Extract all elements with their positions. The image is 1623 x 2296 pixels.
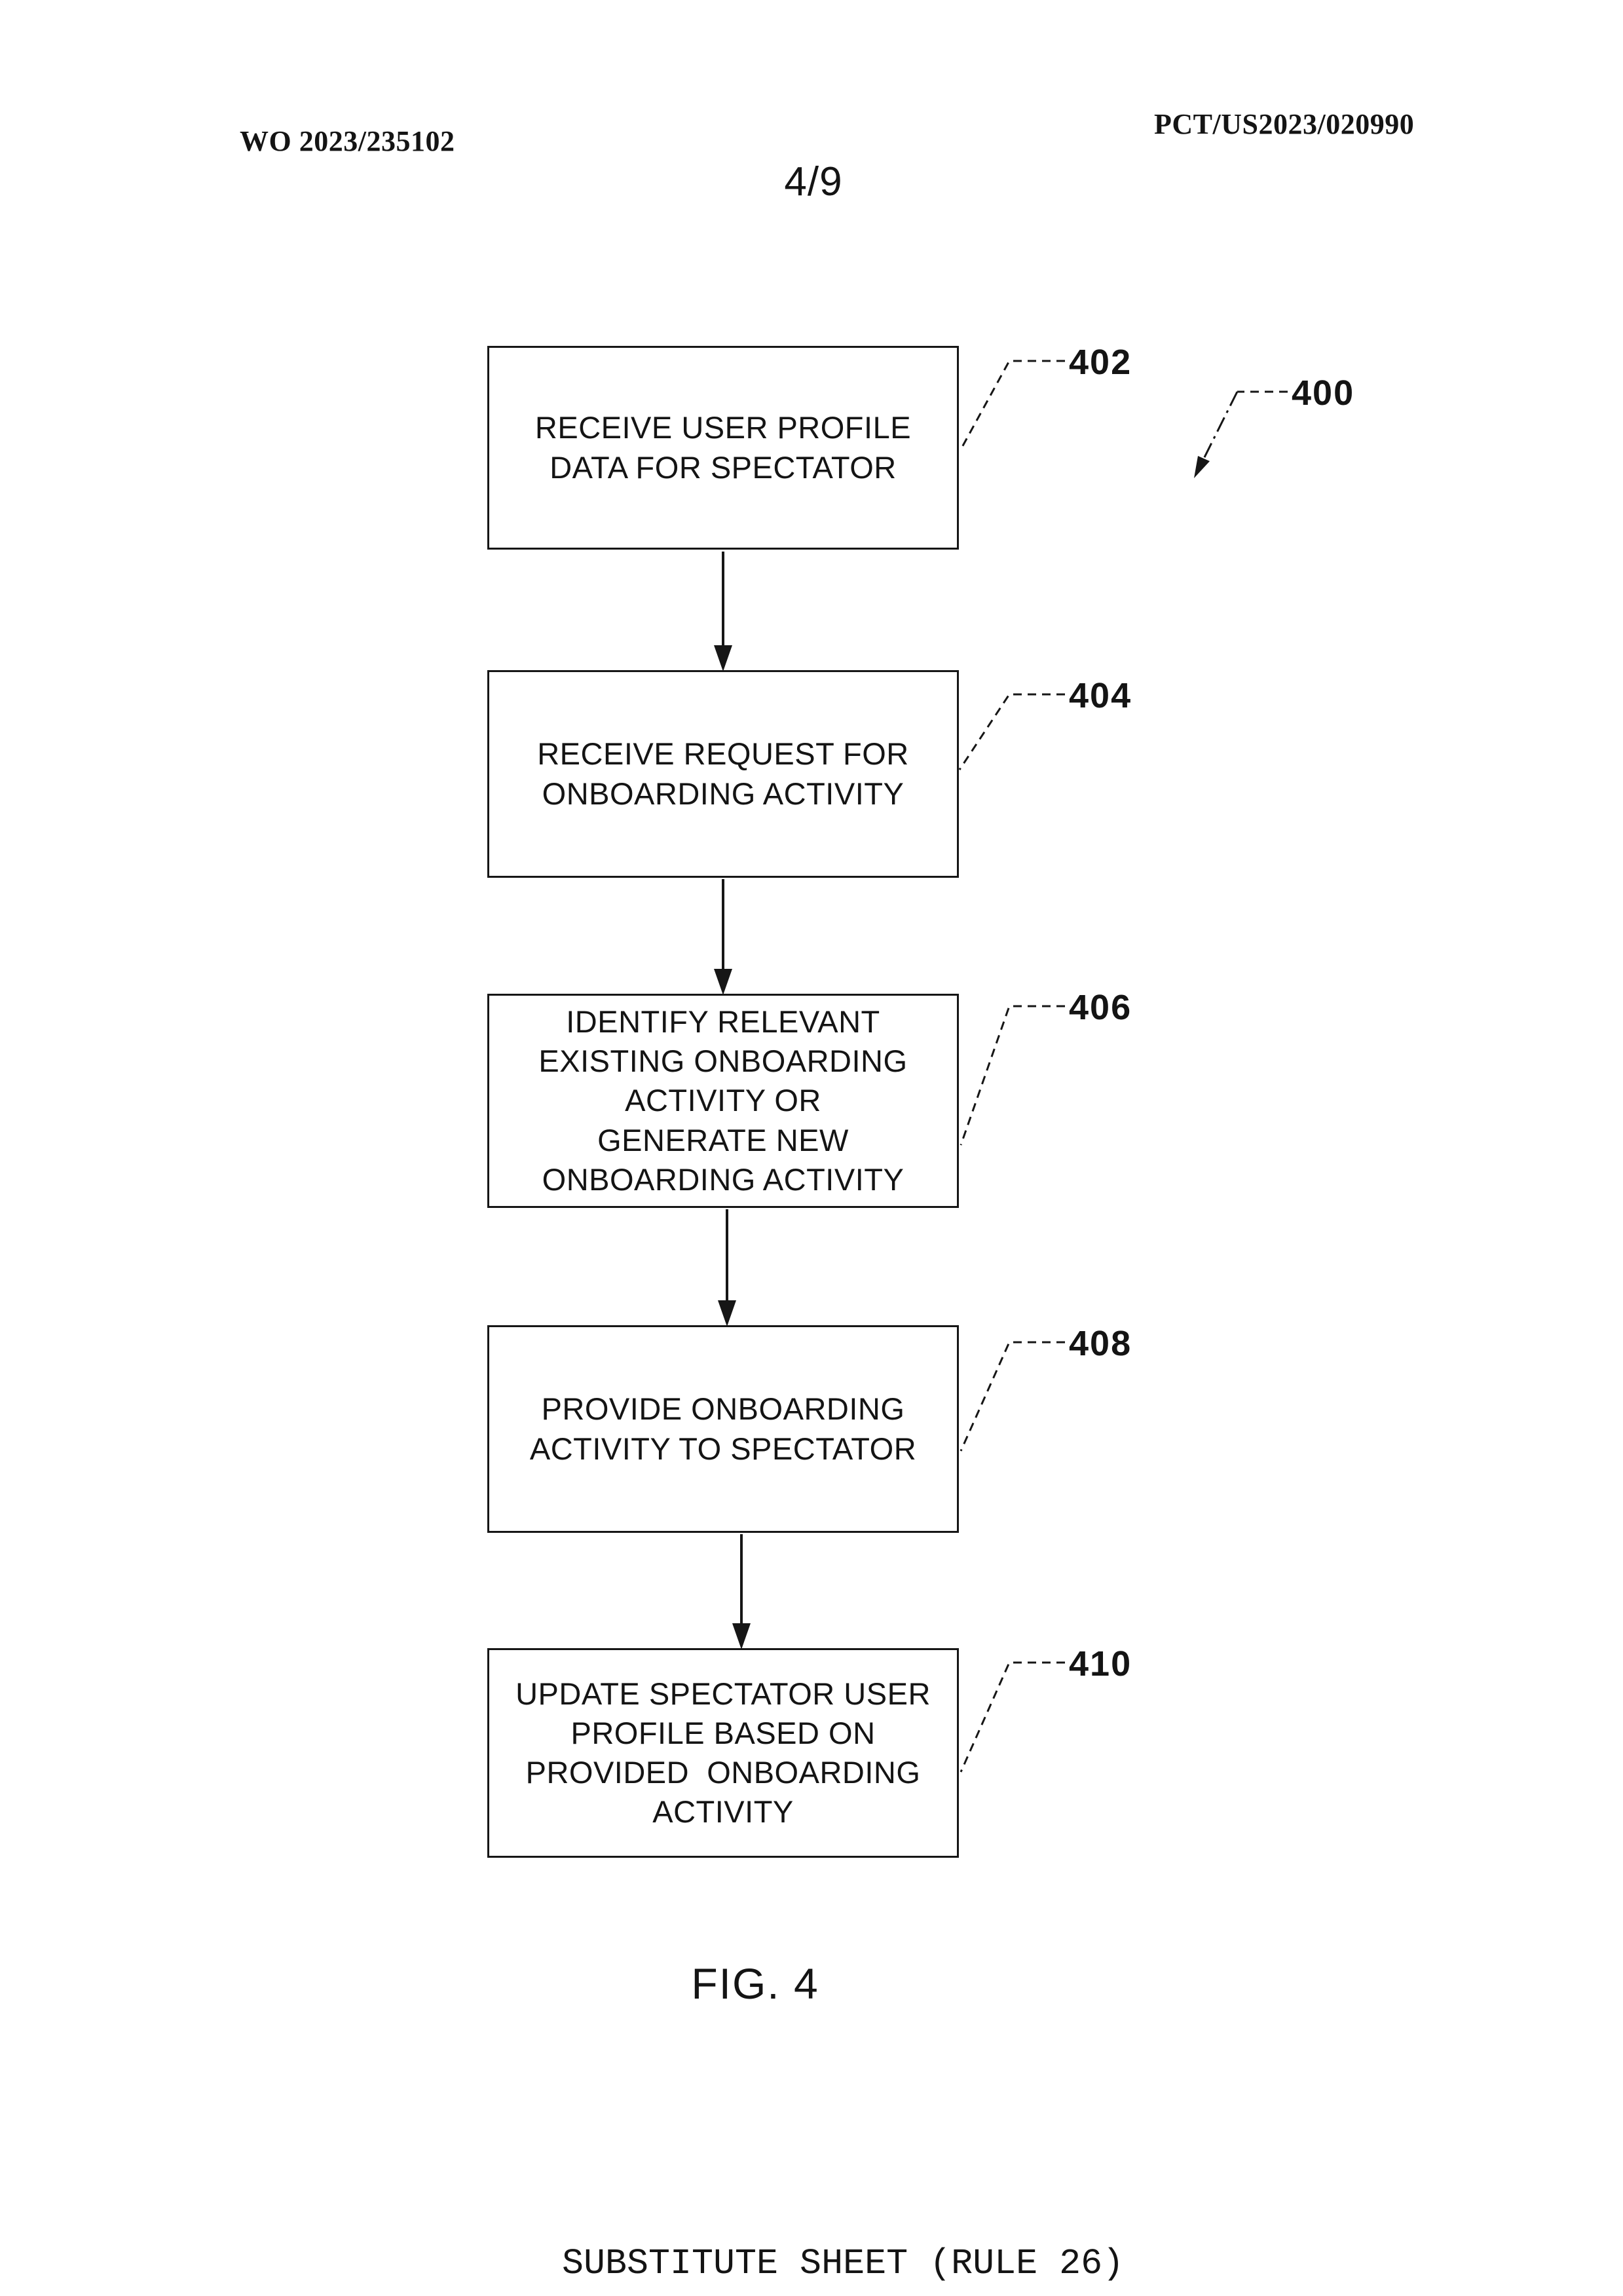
flow-step-text-410: UPDATE SPECTATOR USER PROFILE BASED ON P… bbox=[515, 1676, 931, 1830]
figure-reference-arrowhead bbox=[1194, 456, 1210, 478]
reference-numeral-404: 404 bbox=[1069, 676, 1132, 715]
reference-numeral-402: 402 bbox=[1069, 343, 1132, 382]
reference-numeral-406: 406 bbox=[1069, 988, 1132, 1027]
leader-line-406 bbox=[960, 1005, 1065, 1146]
flow-step-box-410: UPDATE SPECTATOR USER PROFILE BASED ON P… bbox=[487, 1648, 959, 1858]
flow-step-box-404: RECEIVE REQUEST FOR ONBOARDING ACTIVITY bbox=[487, 670, 959, 878]
flow-step-text-406: IDENTIFY RELEVANT EXISTING ONBOARDING AC… bbox=[538, 1004, 908, 1197]
leader-line-404 bbox=[958, 693, 1065, 770]
figure-caption: FIG. 4 bbox=[691, 1959, 819, 2008]
leader-line-408 bbox=[960, 1341, 1065, 1452]
substitute-sheet-notice: SUBSTITUTE SHEET (RULE 26) bbox=[562, 2243, 1125, 2284]
flow-step-text-402: RECEIVE USER PROFILE DATA FOR SPECTATOR bbox=[534, 410, 912, 485]
application-number: PCT/US2023/020990 bbox=[1154, 108, 1415, 140]
flow-step-box-402: RECEIVE USER PROFILE DATA FOR SPECTATOR bbox=[487, 346, 959, 550]
flow-arrowhead-4 bbox=[732, 1623, 751, 1649]
publication-number: WO 2023/235102 bbox=[240, 125, 455, 157]
figure-reference-numeral-400: 400 bbox=[1292, 373, 1355, 413]
figure-reference-arrow-line bbox=[1203, 391, 1239, 459]
leader-line-410 bbox=[960, 1661, 1065, 1773]
reference-numeral-408: 408 bbox=[1069, 1324, 1132, 1363]
flow-step-text-404: RECEIVE REQUEST FOR ONBOARDING ACTIVITY bbox=[537, 736, 909, 811]
flow-step-text-408: PROVIDE ONBOARDING ACTIVITY TO SPECTATOR bbox=[529, 1391, 917, 1466]
flow-step-box-406: IDENTIFY RELEVANT EXISTING ONBOARDING AC… bbox=[487, 994, 959, 1208]
flow-arrowhead-1 bbox=[714, 645, 732, 671]
sheet-indicator: 4/9 bbox=[784, 159, 843, 204]
flow-step-box-408: PROVIDE ONBOARDING ACTIVITY TO SPECTATOR bbox=[487, 1325, 959, 1533]
leader-line-402 bbox=[960, 360, 1065, 450]
flow-arrowhead-3 bbox=[718, 1300, 736, 1327]
reference-numeral-410: 410 bbox=[1069, 1644, 1132, 1684]
flow-arrowhead-2 bbox=[714, 969, 732, 995]
